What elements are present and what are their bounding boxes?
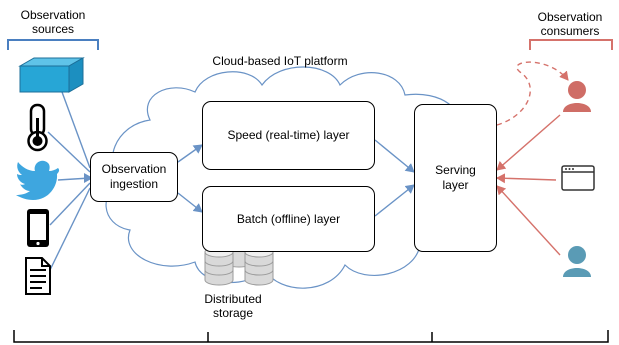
consumers-label: Observation consumers: [537, 10, 603, 38]
batch-layer-node: Batch (offline) layer: [202, 186, 375, 252]
consumer-arrows: [496, 61, 569, 256]
smartphone-icon: [27, 209, 49, 247]
observation-ingestion-label: Observation ingestion: [101, 162, 167, 191]
user-icon: [563, 81, 591, 112]
storage-label: Distributed storage: [204, 292, 262, 320]
twitter-bird-icon: [16, 160, 60, 200]
thermometer-icon: [27, 103, 48, 152]
serving-layer-node: Serving layer: [414, 104, 497, 252]
source-arrows: [47, 91, 93, 271]
user-icon: [563, 246, 591, 277]
speed-layer-label: Speed (real-time) layer: [227, 128, 350, 142]
browser-window-icon: [561, 165, 595, 191]
consumers-bracket: [529, 39, 613, 50]
sensor-device-icon: [18, 57, 85, 93]
sources-label: Observation sources: [20, 8, 86, 36]
serving-layer-label: Serving layer: [435, 163, 476, 192]
document-icon: [25, 257, 51, 295]
platform-title: Cloud-based IoT platform: [212, 54, 348, 68]
batch-layer-label: Batch (offline) layer: [236, 211, 341, 226]
ingestion-arrows: [177, 139, 415, 217]
speed-layer-node: Speed (real-time) layer: [202, 101, 375, 170]
bottom-timeline-bracket: [13, 330, 609, 343]
sources-bracket: [7, 39, 99, 50]
observation-ingestion-node: Observation ingestion: [90, 152, 178, 202]
